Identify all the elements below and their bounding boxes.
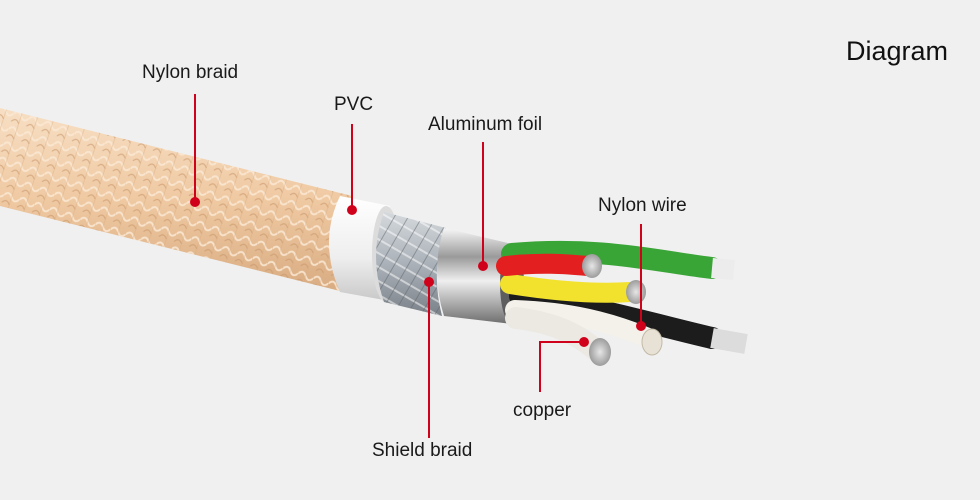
- leader-lines: [194, 94, 642, 438]
- nylon-braid-jacket: [0, 108, 352, 292]
- dot-aluminum-foil: [478, 261, 488, 271]
- leader-copper: [539, 341, 584, 392]
- leader-dots: [190, 197, 646, 347]
- label-nylon-braid: Nylon braid: [142, 62, 239, 83]
- label-nylon-wire: Nylon wire: [598, 195, 687, 216]
- dot-nylon-wire: [636, 321, 646, 331]
- dot-copper: [579, 337, 589, 347]
- inner-wires: [496, 240, 748, 366]
- diagram-title: Diagram: [845, 36, 948, 66]
- dot-pvc: [347, 205, 357, 215]
- label-pvc: PVC: [334, 94, 374, 115]
- label-aluminum-foil: Aluminum foil: [428, 114, 543, 135]
- label-shield-braid: Shield braid: [372, 440, 473, 461]
- dot-nylon-braid: [190, 197, 200, 207]
- dot-shield-braid: [424, 277, 434, 287]
- label-copper: copper: [513, 400, 572, 421]
- shield-braid-layer: [376, 212, 446, 316]
